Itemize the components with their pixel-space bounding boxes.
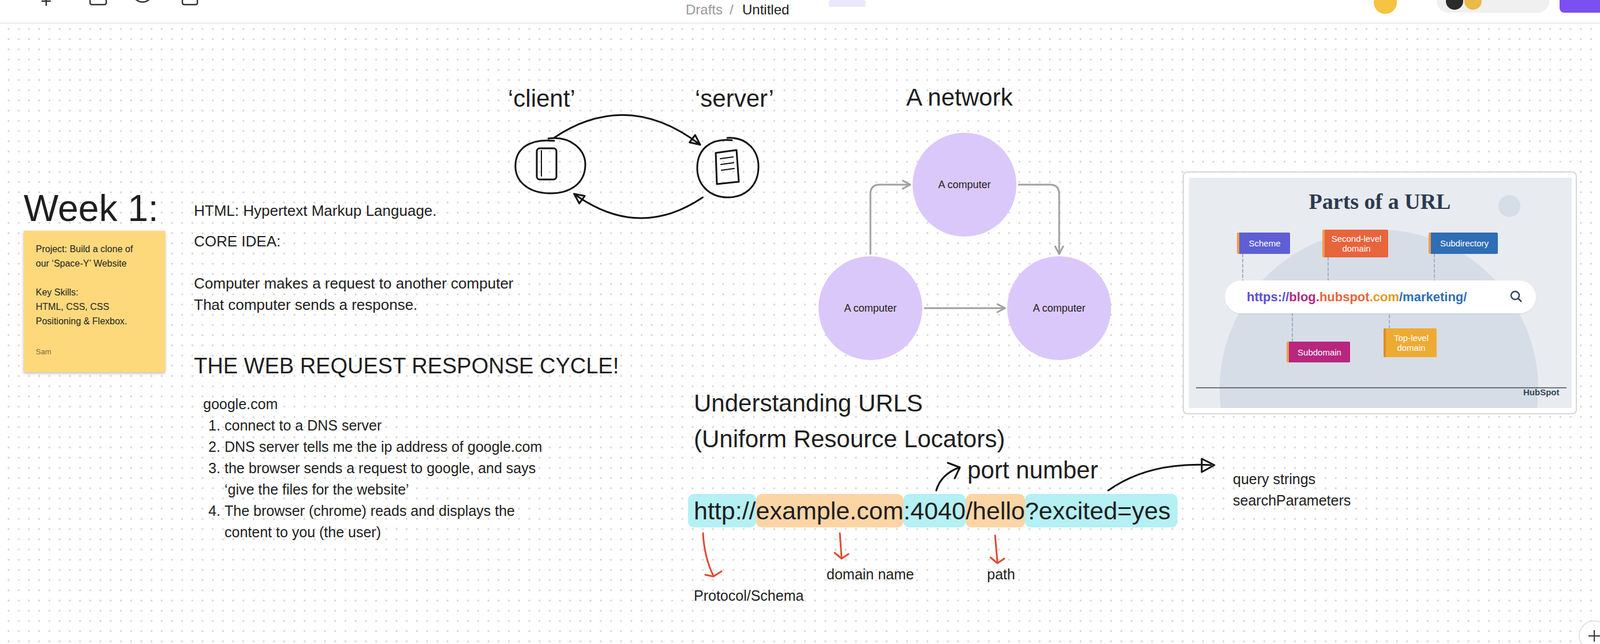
step-text: The browser (chrome) reads and displays … <box>224 500 560 544</box>
server-device: ‘server’ <box>694 135 761 201</box>
shape-holder <box>512 135 588 197</box>
url-bar: https://blog.hubspot.com/marketing/ <box>1224 280 1536 314</box>
step-list: google.com1.connect to a DNS server2.DNS… <box>203 393 560 544</box>
connector-arrow <box>554 114 701 145</box>
leader-line <box>1388 313 1390 329</box>
annotation: Protocol/Schema <box>693 587 804 605</box>
leader-line <box>1433 253 1435 281</box>
url-part: http:// <box>688 494 757 528</box>
annotation: port number <box>967 455 1098 485</box>
node-text: Second-level domain <box>1329 233 1384 254</box>
computer-circle: A computer <box>912 132 1017 237</box>
card-title: Parts of a URL <box>1183 188 1576 215</box>
note-text: HTML: Hypertext Markup Language. <box>193 202 437 220</box>
search-icon <box>1509 289 1524 304</box>
list-heading: google.com <box>203 393 560 416</box>
client-sketch <box>512 135 588 197</box>
server-sketch <box>694 135 761 201</box>
url-part-tag: Second-level domain <box>1322 229 1389 258</box>
step-text: connect to a DNS server <box>224 415 560 437</box>
shape-holder <box>694 135 761 201</box>
file-name: Untitled <box>742 1 790 19</box>
computer-circle: A computer <box>1007 256 1112 361</box>
url-part: /hello <box>965 494 1026 528</box>
list-row: 1.connect to a DNS server <box>203 415 560 437</box>
node-text: A computer <box>1032 302 1086 315</box>
connector-arrow <box>924 307 1005 310</box>
node-text: Subdomain <box>1297 347 1342 358</box>
node-text: A computer <box>843 302 897 315</box>
node-text: Key Skills: <box>35 285 153 300</box>
url-segment: blog. <box>1288 289 1320 305</box>
section-heading: THE WEB REQUEST RESPONSE CYCLE! <box>193 353 619 380</box>
note-text: That computer sends a response. <box>193 296 418 314</box>
annotation: query strings <box>1232 470 1316 488</box>
leader-line <box>1327 257 1329 281</box>
annotation: domain name <box>826 565 914 583</box>
board-title: Week 1: <box>23 187 159 230</box>
note-text: CORE IDEA: <box>193 232 281 251</box>
zoom-button <box>1579 621 1600 644</box>
node-text: Subdirectory <box>1440 238 1489 249</box>
connector-arrow <box>870 184 911 254</box>
url-part-tag: Subdirectory <box>1428 232 1498 254</box>
list-row: 4.The browser (chrome) reads and display… <box>203 500 560 544</box>
section-heading: Understanding URLS <box>693 389 923 418</box>
leader-line <box>1242 253 1244 281</box>
step-text: DNS server tells me the ip address of go… <box>224 436 560 458</box>
step-text: the browser sends a request to google, a… <box>224 457 560 501</box>
node-heading: ‘server’ <box>694 84 775 114</box>
url-part-tag: Top-level domain <box>1383 328 1437 358</box>
toolbar <box>0 0 1600 24</box>
node-text: A computer <box>937 178 991 192</box>
node-heading: ‘client’ <box>507 84 576 114</box>
section-heading: (Uniform Resource Locators) <box>693 424 1005 454</box>
brand-logo: HubSpot <box>1523 387 1560 398</box>
toolbar-text: / <box>729 1 734 19</box>
url-parts-card: Parts of a URL HubSpot Scheme Second-level … <box>1182 171 1577 415</box>
url-part-tag: Subdomain <box>1286 341 1351 363</box>
url-part: ?excited=yes <box>1025 494 1178 528</box>
leader-line <box>1291 313 1293 342</box>
step-number: 4. <box>203 500 225 544</box>
step-number: 3. <box>203 457 225 501</box>
connector-arrow <box>574 193 704 219</box>
step-number: 2. <box>203 436 225 458</box>
node-text: Project: Build a clone of our ‘Space-Y’ … <box>35 241 146 271</box>
client-device: ‘client’ <box>512 135 588 197</box>
node-text: HTML, CSS, CSS Positioning & Flexbox. <box>35 299 146 329</box>
computer-circle: A computer <box>818 256 923 361</box>
note-text: Computer makes a request to another comp… <box>193 274 514 293</box>
url-segment: https:// <box>1246 289 1289 305</box>
section-heading: A network <box>906 83 1013 112</box>
url-segment: /marketing/ <box>1399 289 1467 305</box>
url-card-background <box>1182 171 1577 549</box>
url-part: :4040 <box>903 494 966 528</box>
step-number: 1. <box>203 415 225 437</box>
author-name: Sam <box>35 347 153 357</box>
url-part-tag: Scheme <box>1236 232 1291 254</box>
url-part: example.com <box>756 494 904 528</box>
sticky-note: Project: Build a clone of our ‘Space-Y’ … <box>23 230 166 373</box>
url-segment: .com <box>1369 289 1400 305</box>
url-segment: hubspot <box>1319 289 1370 305</box>
annotation: searchParameters <box>1232 491 1351 510</box>
list-row: 2.DNS server tells me the ip address of … <box>203 436 560 458</box>
connector-arrow <box>1018 184 1060 254</box>
example-url: http://example.com:4040/hello?excited=ye… <box>688 494 1178 528</box>
node-text: Scheme <box>1248 238 1281 249</box>
node-text: Top-level domain <box>1390 333 1433 353</box>
annotation: path <box>987 565 1016 583</box>
toolbar-text: Drafts <box>685 1 723 19</box>
list-row: 3.the browser sends a request to google,… <box>203 457 560 501</box>
